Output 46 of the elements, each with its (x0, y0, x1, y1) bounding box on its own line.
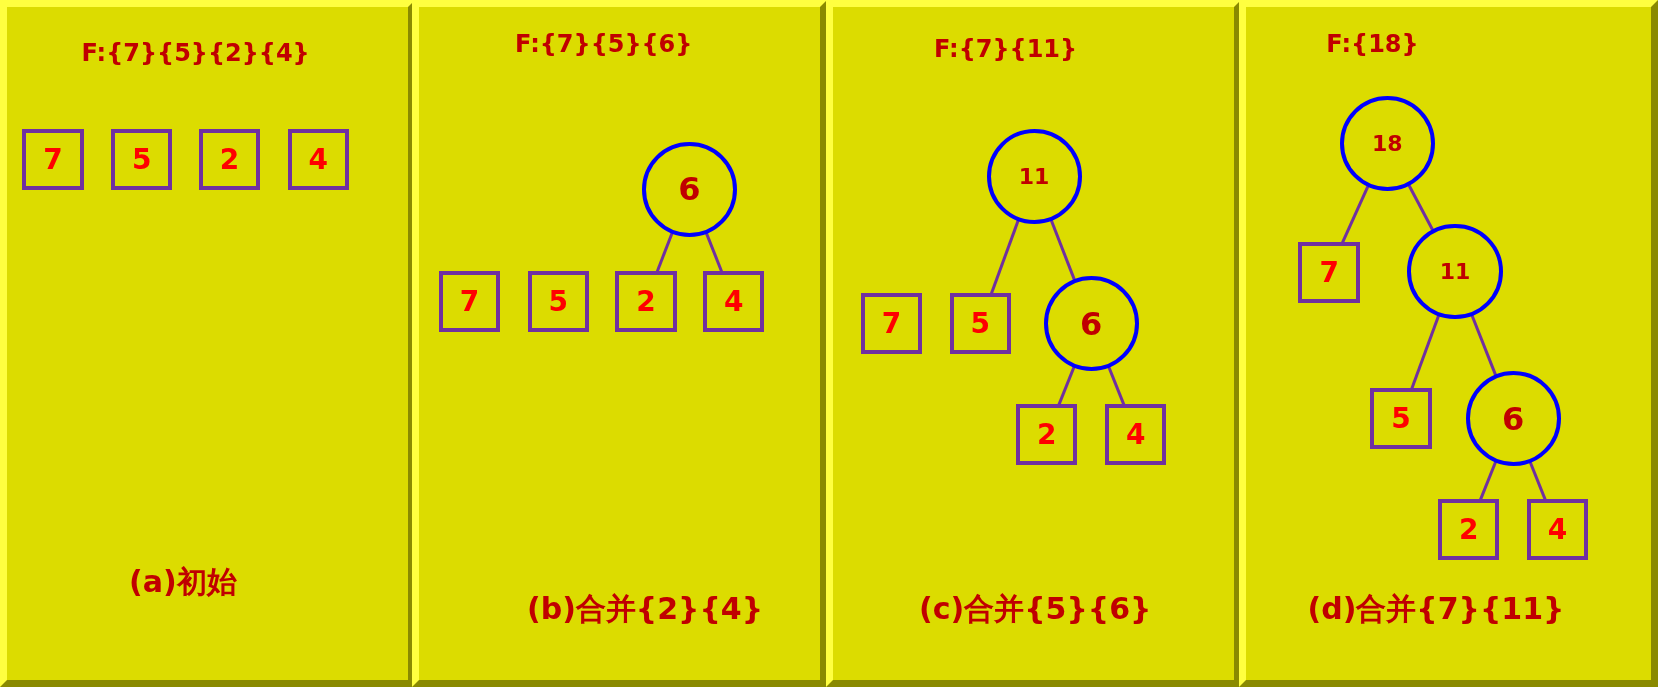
tree-edge (1407, 184, 1435, 232)
tree-edge (1341, 185, 1370, 244)
panel (0, 0, 415, 687)
formula-label: F:{18} (1326, 30, 1419, 59)
tree-edge (1470, 314, 1498, 376)
leaf-box: 7 (438, 270, 501, 332)
formula-label: F:{7}{5}{2}{4} (81, 38, 310, 67)
step-caption: (c)合并{5}{6} (919, 589, 1152, 628)
tree-edge (1057, 366, 1076, 406)
leaf-box: 4 (287, 129, 349, 191)
panel (825, 0, 1242, 687)
tree-circle: 11 (986, 129, 1082, 225)
tree-circle: 18 (1339, 96, 1435, 192)
leaf-box: 5 (949, 292, 1011, 355)
panel (412, 0, 827, 687)
leaf-box: 4 (703, 270, 765, 332)
leaf-box: 7 (860, 292, 923, 355)
tree-circle: 11 (1407, 224, 1503, 320)
tree-edge (989, 219, 1020, 295)
leaf-box: 2 (1016, 403, 1078, 466)
tree-edge (1410, 314, 1441, 390)
formula-label: F:{7}{11} (934, 34, 1078, 63)
leaf-box: 2 (1438, 499, 1500, 561)
formula-label: F:{7}{5}{6} (515, 30, 693, 59)
tree-circle: 6 (1465, 371, 1561, 467)
leaf-box: 4 (1104, 403, 1167, 466)
tree-edge (1049, 219, 1076, 281)
leaf-box: 7 (1298, 242, 1360, 304)
leaf-box: 5 (1370, 388, 1432, 450)
step-caption: (d)合并{7}{11} (1307, 589, 1565, 628)
leaf-box: 7 (22, 129, 84, 191)
leaf-box: 2 (615, 270, 677, 332)
step-caption: (b)合并{2}{4} (526, 589, 764, 628)
leaf-box: 5 (527, 270, 589, 332)
panel (1239, 0, 1658, 687)
tree-circle: 6 (1043, 275, 1139, 372)
tree-circle: 6 (641, 141, 737, 237)
tree-edge (705, 232, 724, 273)
tree-edge (1479, 461, 1498, 501)
tree-edge (1107, 366, 1126, 406)
leaf-box: 4 (1526, 499, 1589, 561)
step-caption: (a)初始 (129, 562, 237, 601)
leaf-box: 5 (111, 129, 173, 191)
tree-edge (656, 232, 674, 273)
tree-edge (1529, 461, 1548, 501)
leaf-box: 2 (198, 129, 261, 191)
